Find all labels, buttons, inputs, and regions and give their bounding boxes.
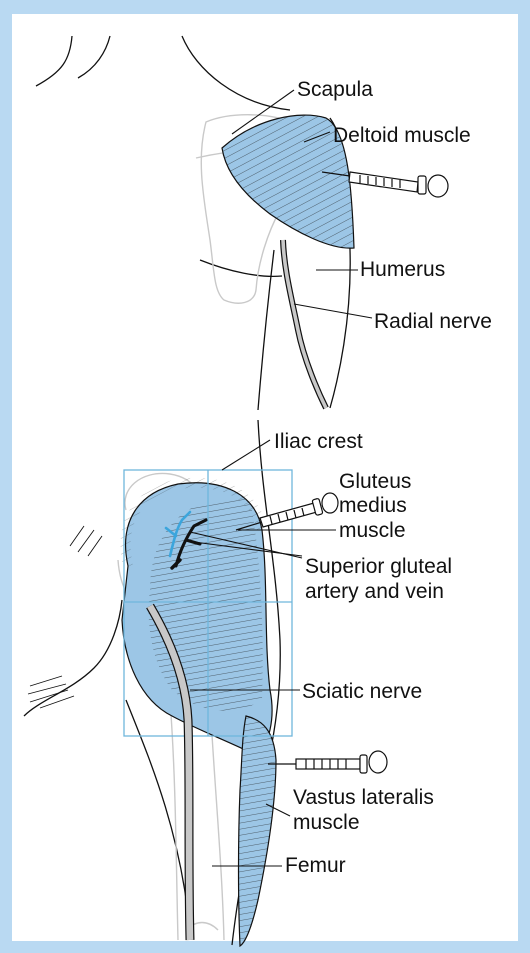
radial-nerve-leader: [294, 304, 372, 318]
label-sciatic-nerve: Sciatic nerve: [302, 680, 422, 703]
shoulder-top-outline: [182, 36, 290, 110]
label-vastus-line2: muscle: [293, 811, 360, 834]
label-humerus: Humerus: [360, 258, 445, 281]
label-superior-gluteal-line1: Superior gluteal: [305, 555, 452, 578]
label-vastus-line1: Vastus lateralis: [293, 786, 434, 809]
buttock-outline: [24, 600, 122, 716]
neck-outline: [36, 36, 72, 86]
label-radial-nerve: Radial nerve: [374, 310, 492, 333]
label-iliac-crest: Iliac crest: [274, 430, 363, 453]
buttock-shading: [28, 526, 102, 708]
label-femur: Femur: [285, 854, 346, 877]
iliac-crest-leader: [222, 440, 270, 470]
neck-outline-2: [78, 36, 110, 78]
label-superior-gluteal-line2: artery and vein: [305, 580, 444, 603]
label-deltoid-muscle: Deltoid muscle: [333, 124, 471, 147]
label-gluteus-line1: Gluteus: [339, 470, 411, 493]
arm-inner-outline: [258, 250, 274, 410]
radial-nerve: [283, 240, 326, 408]
vastus-syringe: [268, 751, 387, 773]
label-gluteus-line2: medius: [339, 494, 407, 517]
thigh-inner-outline: [126, 700, 190, 930]
vastus-lateralis-muscle: [239, 716, 277, 946]
label-gluteus-line3: muscle: [339, 519, 406, 542]
label-scapula: Scapula: [297, 78, 373, 101]
